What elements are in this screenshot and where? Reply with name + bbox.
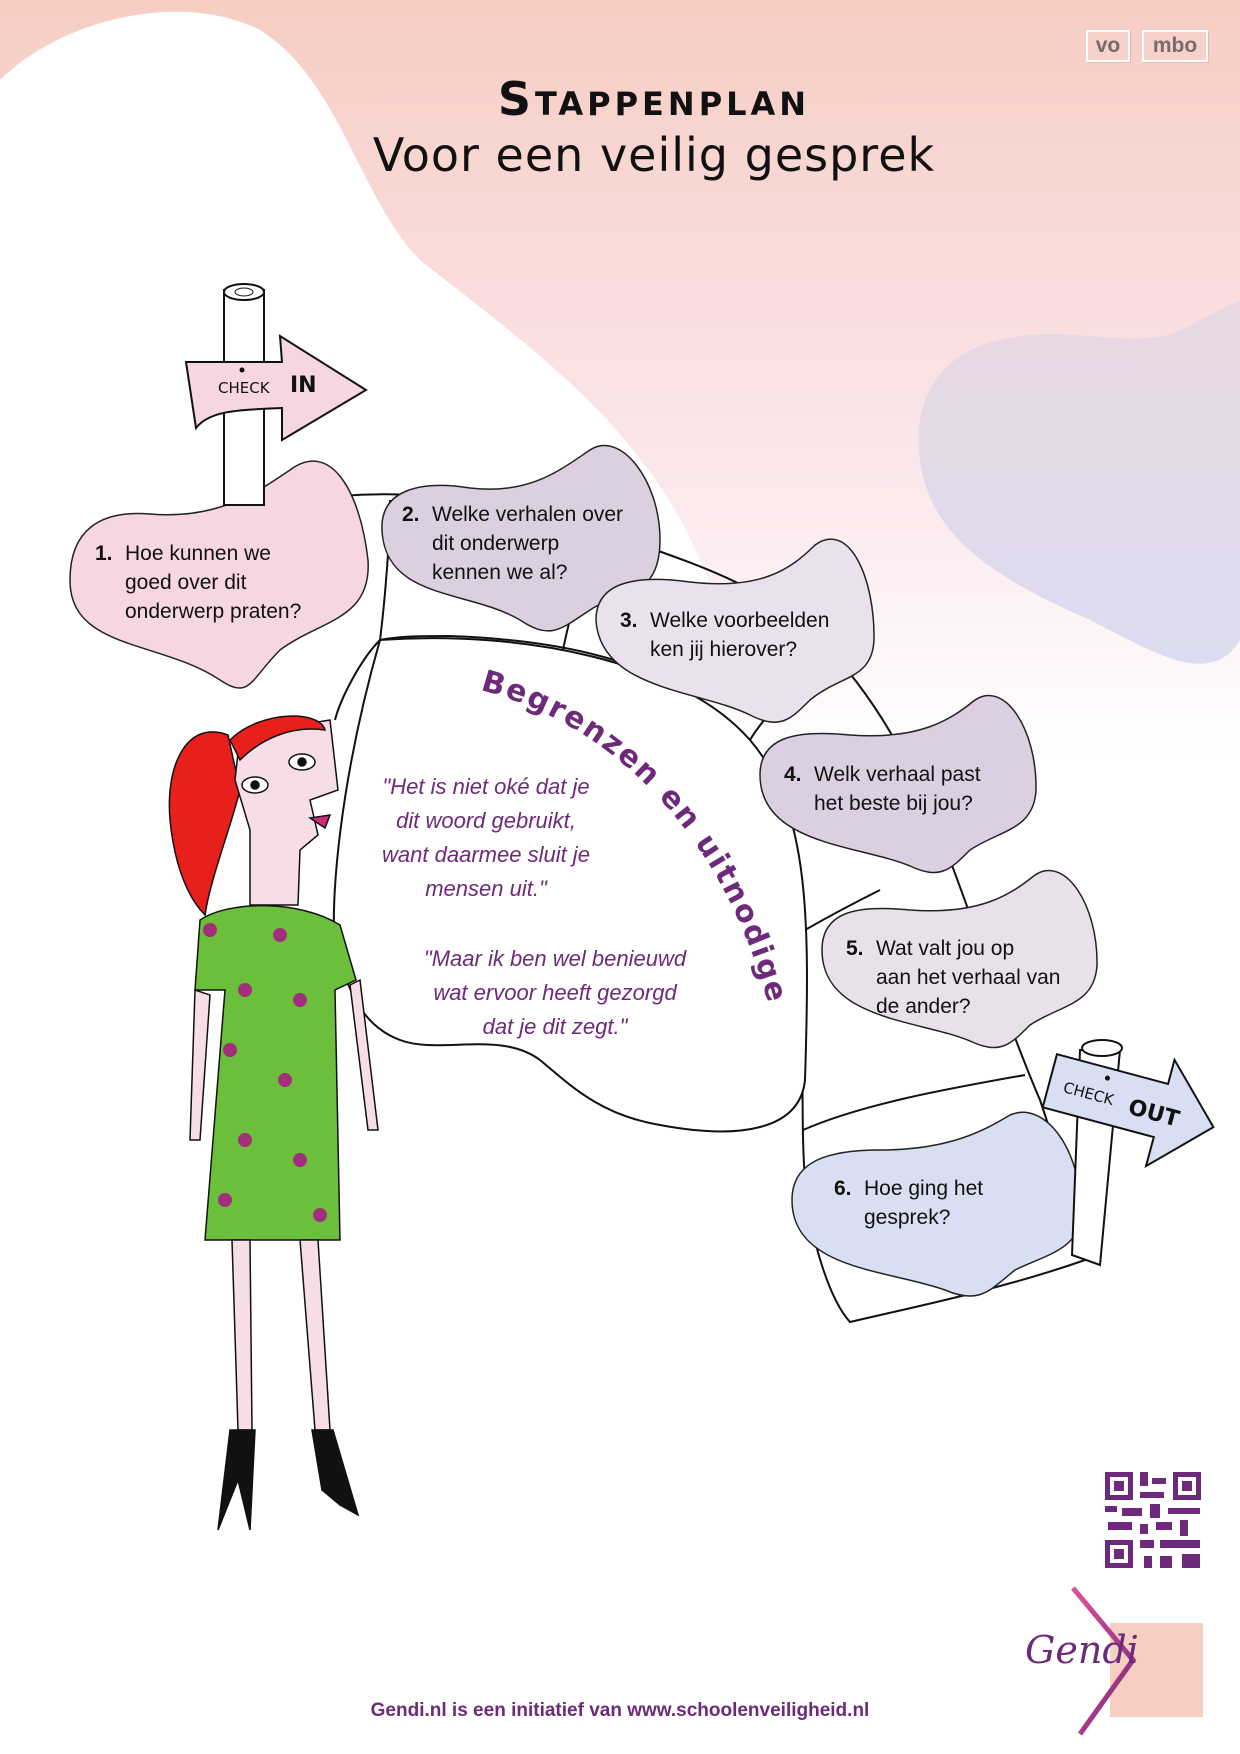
girl-illustration: [168, 715, 379, 1531]
quote-line: want daarmee sluit je: [382, 842, 590, 867]
quote-1: "Het is niet oké dat je dit woord gebrui…: [346, 770, 626, 906]
step-number: 3.: [620, 609, 638, 632]
step-text: Hoe ging het: [864, 1177, 984, 1200]
qr-code: [1105, 1472, 1201, 1568]
step-text: Welke voorbeelden: [650, 609, 830, 632]
page-subtitle: Voor een veilig gesprek: [372, 128, 936, 182]
step-5: 5. Wat valt jou op aan het verhaal van de …: [846, 934, 1060, 1021]
lavender-blob: [918, 300, 1240, 664]
step-text: Welke verhalen over: [432, 503, 624, 526]
quote-line: "Maar ik ben wel benieuwd: [423, 946, 687, 971]
badge-vo: vo: [1086, 30, 1130, 62]
quote-line: dit woord gebruikt,: [396, 808, 576, 833]
step-4-blob: [759, 694, 1037, 874]
step-1: 1. Hoe kunnen we goed over dit onderwerp p…: [95, 539, 301, 626]
step-number: 1.: [95, 542, 113, 565]
step-text: het beste bij jou?: [814, 792, 973, 815]
step-number: 5.: [846, 937, 864, 960]
step-text: ken jij hierover?: [650, 638, 798, 661]
step-2: 2. Welke verhalen over dit onderwerp kenne…: [402, 500, 623, 587]
check-in-sign: CHECK IN: [184, 283, 368, 506]
step-text: Wat valt jou op: [876, 937, 1015, 960]
footer-credit: Gendi.nl is een initiatief van www.schoo…: [370, 1700, 870, 1721]
quote-line: wat ervoor heeft gezorgd: [433, 980, 677, 1005]
step-text: de ander?: [876, 995, 971, 1018]
step-number: 6.: [834, 1177, 852, 1200]
step-text: dit onderwerp: [432, 532, 560, 555]
step-text: aan het verhaal van: [876, 966, 1061, 989]
check-in-big-label: IN: [290, 373, 317, 398]
quote-line: "Het is niet oké dat je: [382, 774, 590, 799]
badge-mbo: mbo: [1142, 30, 1208, 62]
quote-line: dat je dit zegt.": [482, 1014, 628, 1039]
step-6: 6. Hoe ging het gesprek?: [834, 1174, 983, 1232]
step-5-blob: [821, 869, 1098, 1049]
step-3: 3. Welke voorbeelden ken jij hierover?: [620, 606, 829, 664]
step-text: Hoe kunnen we: [125, 542, 271, 565]
step-text: goed over dit: [125, 571, 247, 594]
step-4: 4. Welk verhaal past het beste bij jou?: [784, 760, 981, 818]
quote-2: "Maar ik ben wel benieuwd wat ervoor hee…: [400, 942, 710, 1044]
check-in-small-label: CHECK: [218, 379, 271, 397]
step-text: gesprek?: [864, 1206, 951, 1229]
step-1-blob: [69, 460, 369, 689]
step-number: 4.: [784, 763, 802, 786]
gendi-logo-text: Gendi: [1025, 1628, 1139, 1672]
step-text: onderwerp praten?: [125, 600, 302, 623]
step-3-blob: [595, 538, 875, 723]
page-title: Stappenplan: [497, 72, 811, 126]
quote-line: mensen uit.": [425, 876, 547, 901]
step-text: Welk verhaal past: [814, 763, 981, 786]
check-out-sign: CHECK OUT: [1041, 1039, 1215, 1267]
step-text: kennen we al?: [432, 561, 568, 584]
step-number: 2.: [402, 503, 420, 526]
gendi-logo: Gendi: [1025, 1586, 1203, 1736]
step-2-blob: [381, 444, 661, 632]
